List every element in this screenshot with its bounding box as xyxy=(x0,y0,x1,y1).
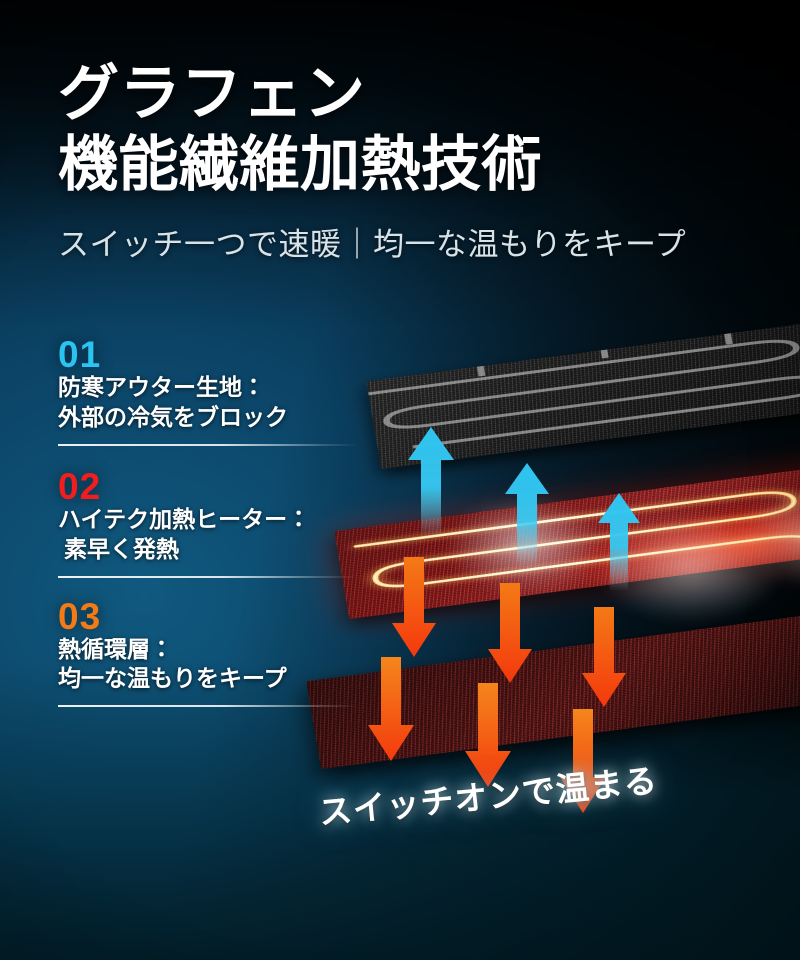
headline-subtitle: スイッチ一つで速暖｜均一な温もりをキープ xyxy=(58,226,687,262)
headline-line-1: グラフェン xyxy=(58,59,366,127)
feature-desc: 素早く発熱 xyxy=(64,535,179,562)
feature-number: 03 xyxy=(58,595,102,637)
feature-divider xyxy=(58,443,358,446)
feature-list: 01 防寒アウター生地： 外部の冷気をブロック 02 ハイテク加熱ヒーター： 素… xyxy=(58,336,388,719)
feature-title: ハイテク加熱ヒーター： xyxy=(58,505,311,532)
feature-divider xyxy=(58,575,358,578)
feature-divider xyxy=(58,705,358,708)
feature-item-03: 03 熱循環層： 均一な温もりをキープ xyxy=(58,598,388,708)
headline-block: グラフェン 機能繊維加熱技術 スイッチ一つで速暖｜均一な温もりをキープ xyxy=(58,58,758,264)
feature-number: 02 xyxy=(58,465,102,507)
feature-desc: 均一な温もりをキープ xyxy=(58,665,287,692)
headline-line-2: 機能繊維加熱技術 xyxy=(58,130,542,198)
feature-number: 01 xyxy=(58,334,102,375)
feature-item-01: 01 防寒アウター生地： 外部の冷気をブロック xyxy=(58,336,388,446)
feature-item-02: 02 ハイテク加熱ヒーター： 素早く発熱 xyxy=(58,468,388,578)
feature-title: 熱循環層： xyxy=(58,635,173,662)
feature-title: 防寒アウター生地： xyxy=(58,374,265,400)
feature-desc: 外部の冷気をブロック xyxy=(58,403,288,430)
